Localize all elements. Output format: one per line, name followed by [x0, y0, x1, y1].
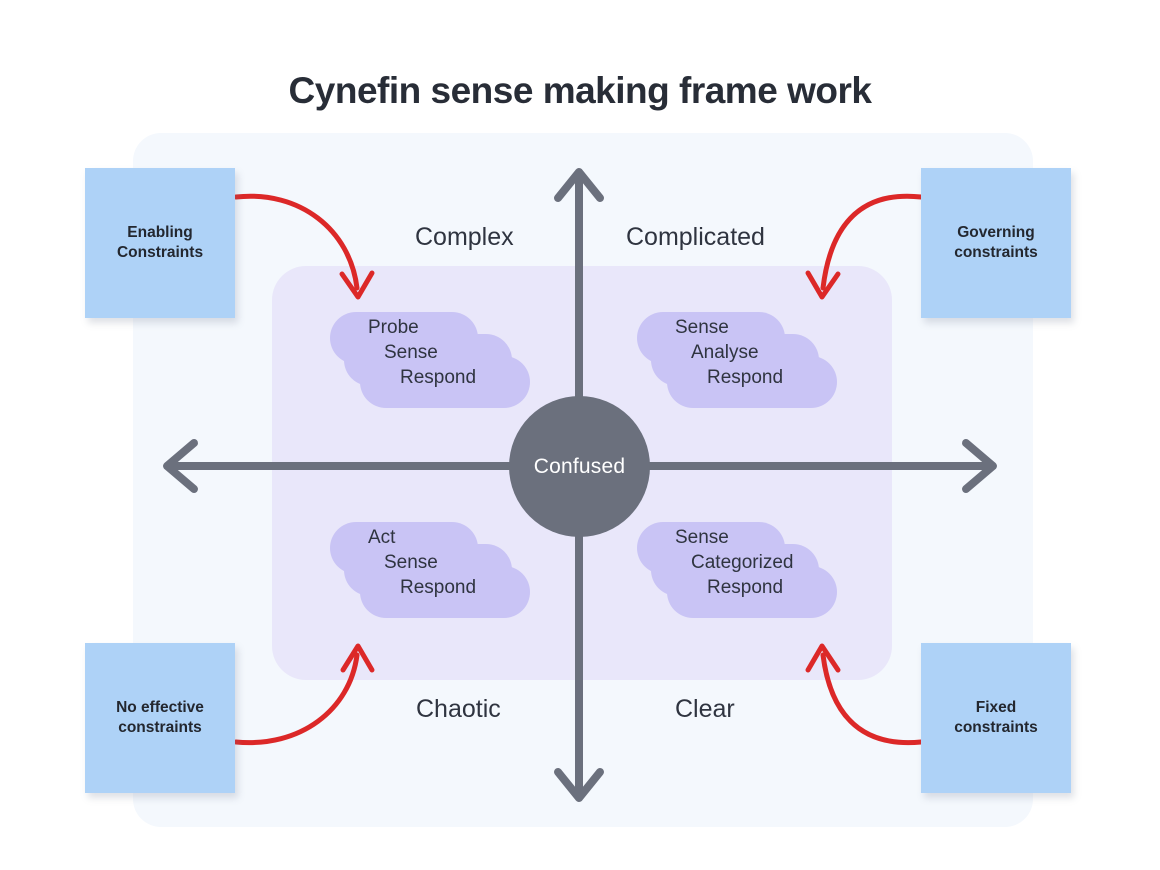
action-line-2: Categorized — [691, 552, 794, 573]
action-line-2: Sense — [384, 342, 438, 363]
action-cloud-complex[interactable]: Probe Sense Respond — [330, 312, 530, 408]
action-line-3: Respond — [707, 367, 784, 388]
action-line-1: Sense — [675, 317, 729, 338]
sticky-note-enabling-constraints[interactable]: Enabling Constraints — [85, 168, 235, 318]
cloud-text-lines: Sense Analyse Respond — [637, 312, 837, 407]
sticky-note-governing-constraints[interactable]: Governing constraints — [921, 168, 1071, 318]
page-title: Cynefin sense making frame work — [288, 70, 872, 111]
sticky-note-label: No effective constraints — [116, 699, 204, 736]
sticky-note-label: Governing constraints — [954, 224, 1038, 261]
action-line-1: Act — [368, 527, 396, 548]
cloud-text-lines: Sense Categorized Respond — [637, 522, 837, 617]
sticky-note-no-effective-constraints[interactable]: No effective constraints — [85, 643, 235, 793]
action-cloud-clear[interactable]: Sense Categorized Respond — [637, 522, 837, 618]
quadrant-label-complex: Complex — [415, 223, 514, 251]
action-line-3: Respond — [707, 577, 784, 598]
center-circle-label: Confused — [533, 454, 626, 478]
action-line-2: Sense — [384, 552, 438, 573]
action-cloud-chaotic[interactable]: Act Sense Respond — [330, 522, 530, 618]
cloud-text-lines: Act Sense Respond — [330, 522, 530, 617]
cloud-text-lines: Probe Sense Respond — [330, 312, 530, 407]
action-line-1: Sense — [675, 527, 729, 548]
quadrant-label-complicated: Complicated — [626, 223, 765, 251]
cloud-pill-3 — [360, 566, 530, 618]
action-line-1: Probe — [368, 317, 419, 338]
sticky-note-label: Enabling Constraints — [116, 224, 204, 261]
action-line-2: Analyse — [691, 342, 759, 363]
action-line-3: Respond — [400, 577, 477, 598]
cloud-pill-3 — [667, 356, 837, 408]
cloud-pill-3 — [667, 566, 837, 618]
cloud-pill-3 — [360, 356, 530, 408]
sticky-note-label: Fixed constraints — [954, 699, 1038, 736]
center-circle-confused[interactable]: Confused — [509, 396, 650, 537]
action-cloud-complicated[interactable]: Sense Analyse Respond — [637, 312, 837, 408]
sticky-note-fixed-constraints[interactable]: Fixed constraints — [921, 643, 1071, 793]
quadrant-label-chaotic: Chaotic — [416, 695, 501, 723]
quadrant-label-clear: Clear — [675, 695, 735, 723]
action-line-3: Respond — [400, 367, 477, 388]
